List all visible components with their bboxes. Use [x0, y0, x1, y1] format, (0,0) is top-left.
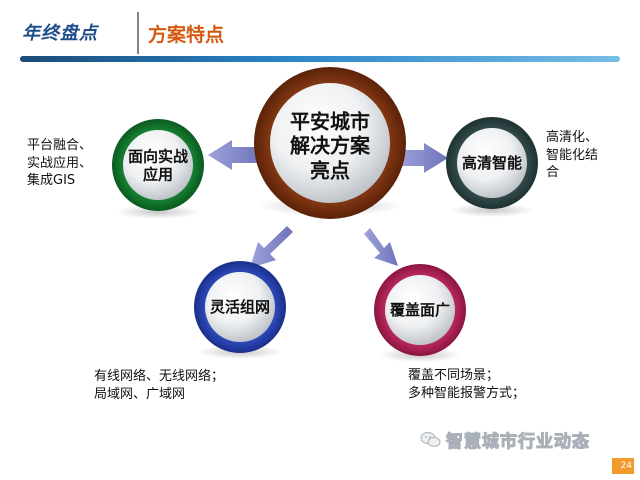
watermark-text: 智慧城市行业动态: [446, 432, 590, 453]
header-title: 年终盘点: [22, 23, 98, 44]
page-number: 24: [612, 458, 634, 474]
node-bottom-left-circle: [194, 261, 286, 359]
node-left-circle: [112, 119, 204, 219]
node-left-label: 面向实战 应用: [127, 147, 189, 184]
node-bottom-right-label: 覆盖面广: [389, 300, 451, 319]
node-right-label: 高清智能: [461, 153, 523, 172]
node-bottom-right-circle: [374, 264, 466, 362]
node-bottom-right-description: 覆盖不同场景； 多种智能报警方式；: [408, 368, 526, 401]
arrow-right-icon: [398, 143, 448, 173]
page-title: 方案特点: [148, 24, 225, 46]
node-right-circle: [446, 117, 538, 217]
arrow-down-left-icon: [250, 226, 293, 268]
center-circle: [254, 67, 406, 219]
node-bottom-left-description: 有线网络、无线网络； 局域网、广域网: [94, 369, 225, 402]
node-right-description: 高清化、 智能化结 合: [546, 130, 599, 181]
arrow-down-right-icon: [364, 228, 398, 266]
watermark: 智慧城市行业动态: [420, 427, 590, 453]
header-divider: [137, 12, 139, 54]
center-label: 平安城市 解决方案 亮点: [290, 109, 370, 183]
node-left-description: 平台融合、 实战应用、 集成GIS: [27, 138, 93, 189]
wechat-icon: [420, 431, 441, 447]
header-rule: [20, 56, 620, 62]
node-bottom-left-label: 灵活组网: [209, 297, 271, 316]
arrow-left-icon: [208, 140, 262, 170]
